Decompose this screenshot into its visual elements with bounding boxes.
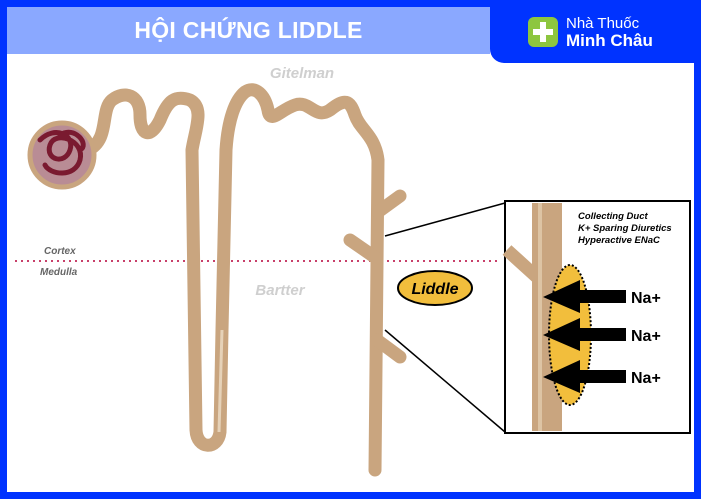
- brand-logo: Nhà Thuốc Minh Châu: [490, 0, 701, 63]
- medulla-label: Medulla: [40, 267, 78, 278]
- liddle-label: Liddle: [411, 281, 458, 298]
- logo-line2: Minh Châu: [566, 30, 653, 50]
- inset-line2: K+ Sparing Diuretics: [578, 223, 672, 234]
- pharmacy-cross-icon: [528, 16, 558, 47]
- na-ion-label-1: Na+: [631, 290, 661, 307]
- na-ion-label-3: Na+: [631, 370, 661, 387]
- sodium-arrow-2: [543, 318, 626, 351]
- callout-line-top: [384, 202, 506, 237]
- header-banner: HỘI CHỨNG LIDDLE: [7, 7, 490, 54]
- page-title: HỘI CHỨNG LIDDLE: [134, 17, 363, 43]
- na-ion-label-2: Na+: [631, 328, 661, 345]
- sodium-arrow-3: [543, 360, 626, 393]
- collecting-duct-inset: Collecting Duct K+ Sparing Diuretics Hyp…: [502, 200, 691, 434]
- sodium-arrow-1: [543, 280, 626, 313]
- nephron-tubule: [81, 83, 407, 477]
- cortex-label: Cortex: [44, 246, 76, 257]
- bartter-label: Bartter: [255, 282, 305, 299]
- inset-line3: Hyperactive ENaC: [578, 235, 660, 246]
- inset-line1: Collecting Duct: [578, 211, 649, 222]
- callout-line-bottom: [384, 329, 506, 433]
- liddle-badge: [397, 270, 473, 306]
- logo-line1: Nhà Thuốc: [566, 14, 640, 32]
- gitelman-label: Gitelman: [270, 65, 334, 82]
